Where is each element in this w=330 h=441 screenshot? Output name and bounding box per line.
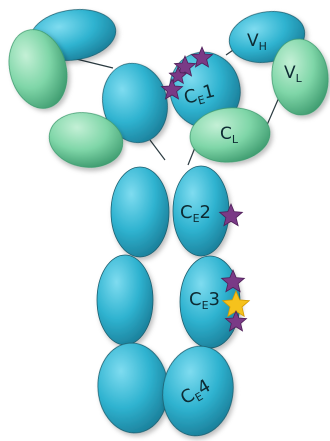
right-fab-arm xyxy=(169,11,329,163)
ce1-label: CE1 xyxy=(182,80,218,110)
fc-left-ce3-domain xyxy=(96,254,154,346)
connector-hinge xyxy=(149,139,166,161)
fc-left-ce2-domain xyxy=(110,166,170,258)
left-fab-arm xyxy=(8,9,168,168)
fc-left-ce4-domain xyxy=(97,342,169,434)
star-icon xyxy=(190,45,214,68)
vl-label: VL xyxy=(284,63,303,85)
right-vl-domain xyxy=(271,38,329,116)
ce2-label: CE2 xyxy=(180,202,211,225)
left-vl-domain xyxy=(8,29,68,109)
ce4-domain xyxy=(162,345,234,437)
star-icon xyxy=(160,77,184,100)
right-cl-domain xyxy=(189,107,271,163)
fc-right-chain xyxy=(162,165,241,437)
star-icon xyxy=(168,65,188,85)
cl-label: CL xyxy=(220,124,239,146)
connector-right-arm xyxy=(266,94,281,126)
star-icon xyxy=(220,268,246,293)
left-cl-domain xyxy=(48,112,124,168)
fc-left-chain xyxy=(96,166,170,434)
star-icon xyxy=(224,309,248,332)
star-icon xyxy=(218,202,244,227)
ce3-label: CE3 xyxy=(189,289,220,312)
binding-site-markers xyxy=(160,45,251,332)
vh-label: VH xyxy=(247,31,267,53)
